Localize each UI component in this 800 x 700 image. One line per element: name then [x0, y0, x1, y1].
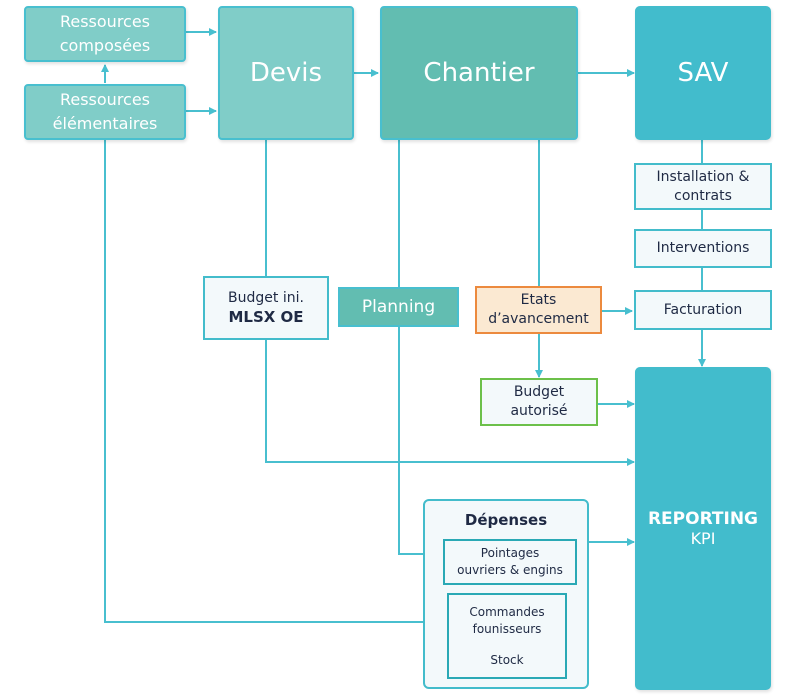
pointages-line1: Pointages	[480, 546, 540, 560]
planning-label: Planning	[361, 297, 436, 317]
ressources-elementaires-box: Ressources élémentaires	[24, 84, 186, 140]
ressources-composees-line2: composées	[59, 36, 151, 55]
depenses-box: Dépenses Pointages ouvriers & engins Com…	[423, 499, 589, 689]
commandes-line2: founisseurs	[472, 621, 542, 636]
budget-autorise-line2: autorisé	[510, 403, 568, 419]
devis-box: Devis	[218, 6, 354, 140]
installation-box: Installation & contrats	[634, 163, 772, 210]
budget-initial-line1: Budget ini.	[228, 290, 304, 306]
ressources-composees-line1: Ressources	[59, 12, 151, 31]
interventions-box: Interventions	[634, 229, 772, 268]
facturation-label: Facturation	[663, 301, 743, 318]
kpi-label: KPI	[690, 529, 716, 548]
budget-autorise-box: Budget autorisé	[480, 378, 598, 426]
commandes-box: Commandes founisseurs Stock	[447, 593, 567, 679]
budget-autorise-line1: Budget	[513, 384, 565, 400]
stock-label: Stock	[490, 652, 524, 667]
etats-avancement-box: Etats d’avancement	[475, 286, 602, 334]
reporting-box: REPORTING KPI	[635, 367, 771, 690]
sav-box: SAV	[635, 6, 771, 140]
planning-box: Planning	[338, 287, 459, 327]
ressources-elementaires-line1: Ressources	[59, 90, 151, 109]
chantier-label: Chantier	[423, 58, 535, 88]
facturation-box: Facturation	[634, 290, 772, 330]
installation-line2: contrats	[674, 187, 732, 204]
budget-initial-box: Budget ini. MLSX OE	[203, 276, 329, 340]
arrow-elementaires-commandes	[104, 140, 447, 626]
ressources-composees-box: Ressources composées	[24, 6, 186, 62]
devis-label: Devis	[249, 58, 323, 88]
arrow-budget-reporting	[265, 340, 635, 466]
interventions-label: Interventions	[656, 240, 750, 256]
pointages-box: Pointages ouvriers & engins	[443, 539, 577, 585]
budget-initial-line2: MLSX OE	[228, 308, 304, 326]
chantier-box: Chantier	[380, 6, 578, 140]
pointages-line2: ouvriers & engins	[457, 563, 563, 577]
sav-label: SAV	[677, 58, 729, 88]
commandes-line1: Commandes	[469, 604, 545, 619]
installation-line1: Installation &	[656, 168, 750, 185]
ressources-elementaires-line2: élémentaires	[52, 114, 158, 133]
reporting-label: REPORTING	[647, 509, 759, 529]
etats-line1: Etats	[520, 292, 557, 308]
etats-line2: d’avancement	[488, 311, 589, 327]
depenses-title: Dépenses	[464, 511, 548, 529]
